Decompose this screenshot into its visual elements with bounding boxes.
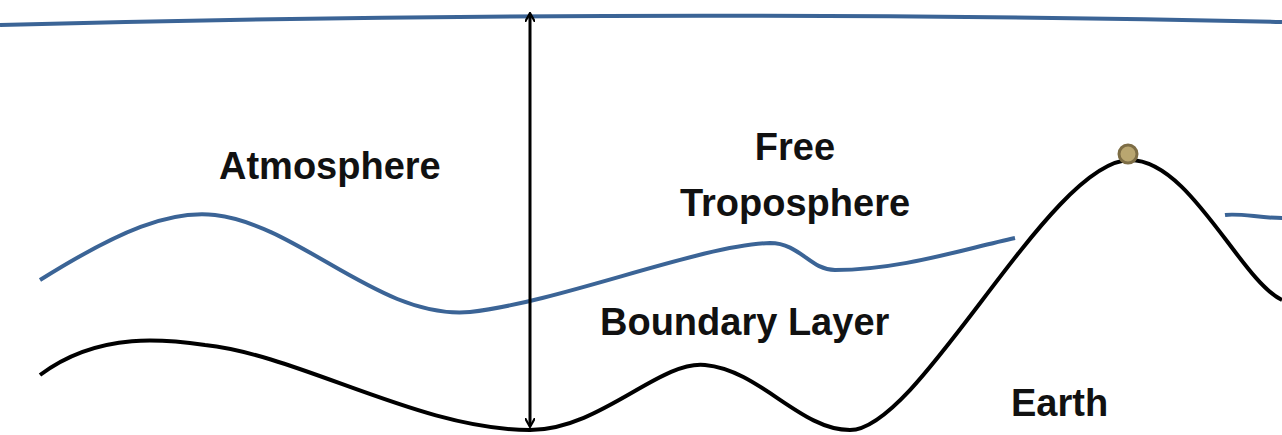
atmosphere-top-line (0, 16, 1282, 25)
atmosphere-label: Atmosphere (219, 138, 441, 194)
boundary-layer-top-right (1225, 215, 1282, 218)
region-label: Boundary Layer (600, 294, 889, 350)
earth-surface (40, 160, 1282, 430)
region-label: Free Troposphere (645, 119, 945, 231)
boundary-layer-top (40, 214, 1015, 312)
height-arrow (529, 14, 532, 426)
station-dot (1119, 145, 1137, 163)
earth-label: Earth (1011, 375, 1108, 431)
